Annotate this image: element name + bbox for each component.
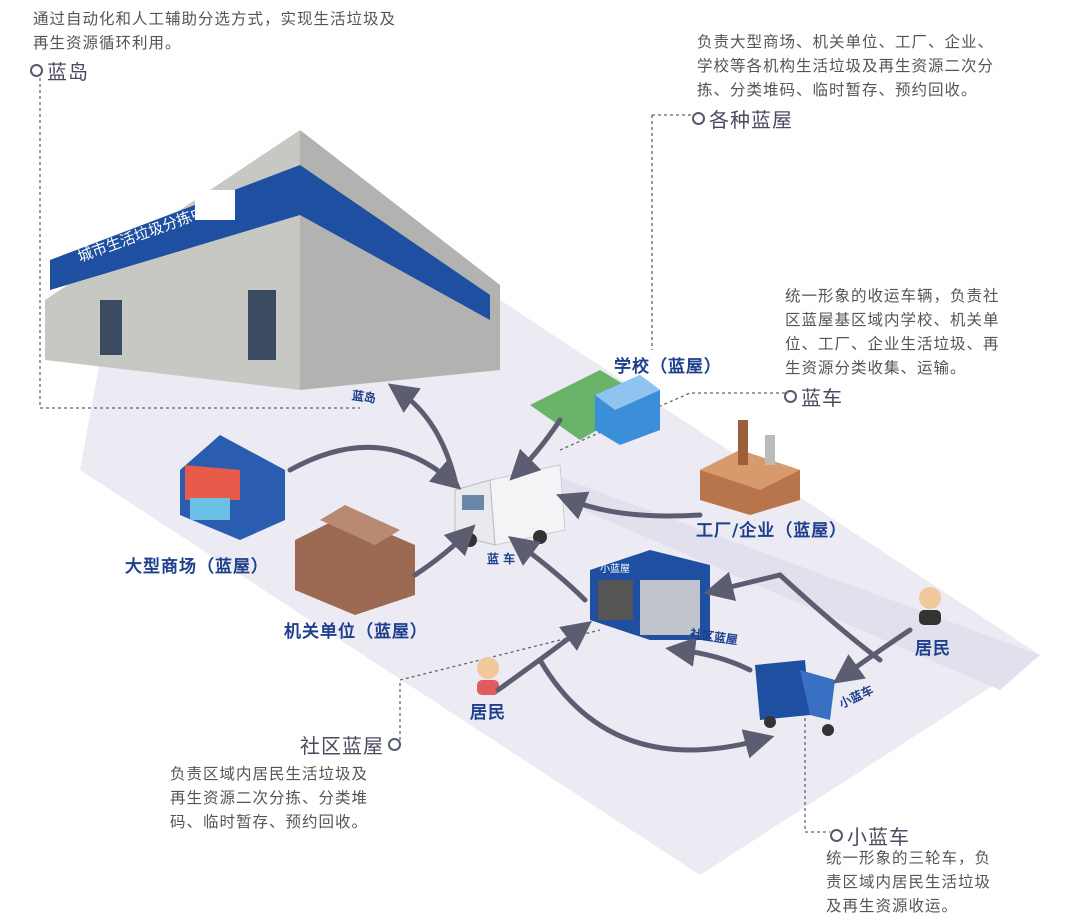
community-house-illustration bbox=[590, 550, 710, 640]
xiao-lanche-description: 统一形象的三轮车，负责区域内居民生活垃圾及再生资源收运。 bbox=[826, 849, 992, 915]
resident-right-label: 居民 bbox=[915, 639, 951, 659]
marker-dot-icon bbox=[830, 829, 843, 842]
path-label-lan-che: 蓝 车 bbox=[487, 552, 516, 566]
government-building-illustration bbox=[295, 505, 415, 615]
warehouse-lan-dao-illustration bbox=[45, 130, 500, 390]
flow-arrows bbox=[287, 383, 913, 759]
marker-dot-icon bbox=[692, 112, 705, 125]
lan-che-description: 统一形象的收运车辆，负责社区蓝屋基区域内学校、机关单位、工厂、企业生活垃圾、再生… bbox=[785, 287, 1000, 377]
gezhong-lanwu-description: 负责大型商场、机关单位、工厂、企业、学校等各机构生活垃圾及再生资源二次分拣、分类… bbox=[697, 33, 995, 99]
mall-illustration bbox=[180, 435, 285, 540]
shequ-lanwu-description: 负责区域内居民生活垃圾及再生资源二次分拣、分类堆码、临时暂存、预约回收。 bbox=[170, 765, 369, 831]
resident-left-label: 居民 bbox=[470, 703, 506, 723]
lan-dao-title: 蓝岛 bbox=[30, 56, 89, 85]
gov-label: 机关单位（蓝屋） bbox=[284, 622, 428, 642]
lan-che-title: 蓝车 bbox=[784, 382, 843, 411]
community-house-sign: 小蓝屋 bbox=[600, 563, 630, 575]
platform bbox=[80, 300, 1040, 875]
shequ-lanwu-title: 社区蓝屋 bbox=[300, 730, 401, 759]
factory-label: 工厂/企业（蓝屋） bbox=[696, 521, 848, 541]
factory-illustration bbox=[700, 420, 800, 515]
marker-dot-icon bbox=[30, 64, 43, 77]
leader-lines bbox=[39, 78, 830, 833]
gezhong-lanwu-title: 各种蓝屋 bbox=[692, 104, 793, 133]
tricycle-illustration bbox=[755, 660, 835, 736]
xiao-lanche-title: 小蓝车 bbox=[830, 821, 910, 850]
marker-dot-icon bbox=[784, 390, 797, 403]
resident-left-icon bbox=[477, 657, 499, 695]
school-label: 学校（蓝屋） bbox=[614, 357, 722, 377]
mall-label: 大型商场（蓝屋） bbox=[125, 557, 269, 577]
path-label-lan-dao: 蓝岛 bbox=[351, 388, 377, 406]
marker-dot-icon bbox=[388, 738, 401, 751]
resident-right-icon bbox=[919, 587, 941, 625]
lan-dao-description: 通过自动化和人工辅助分选方式，实现生活垃圾及再生资源循环利用。 bbox=[33, 10, 397, 52]
